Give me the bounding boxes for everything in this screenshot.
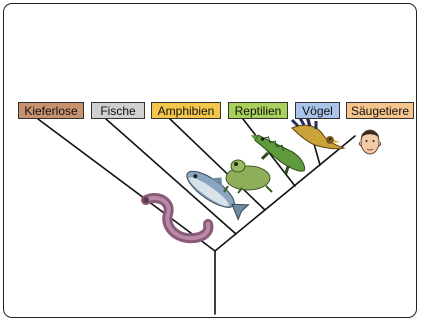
- label-saeugetiere: Säugetiere: [346, 102, 414, 119]
- label-amphibien: Amphibien: [151, 102, 221, 119]
- label-text: Reptilien: [235, 104, 282, 118]
- label-kieferlose: Kieferlose: [18, 102, 84, 119]
- label-text: Amphibien: [158, 104, 215, 118]
- label-reptilien: Reptilien: [228, 102, 288, 119]
- label-text: Säugetiere: [351, 104, 409, 118]
- label-text: Kieferlose: [24, 104, 77, 118]
- label-voegel: Vögel: [295, 102, 340, 119]
- label-text: Vögel: [302, 104, 333, 118]
- label-fische: Fische: [91, 102, 145, 119]
- human-face-icon: [356, 124, 384, 158]
- label-text: Fische: [100, 104, 135, 118]
- bird-icon: [288, 118, 346, 160]
